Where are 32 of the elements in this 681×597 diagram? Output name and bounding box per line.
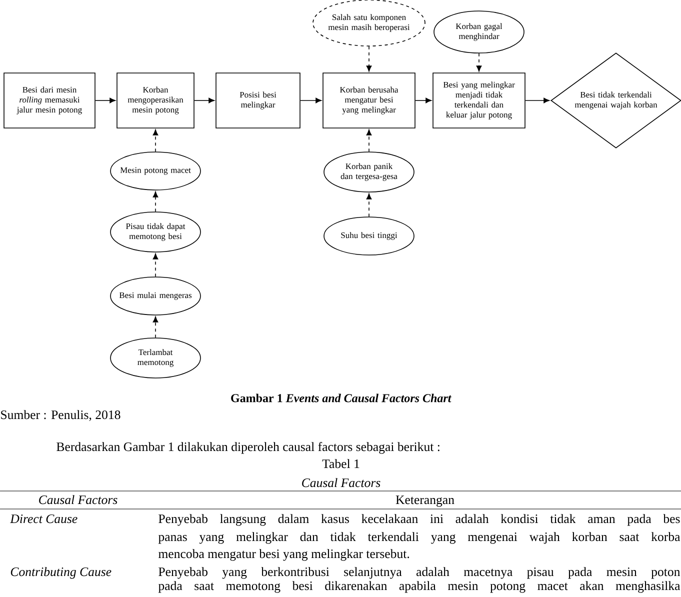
table-cell-line: Penyebab langsung dalam kasus kecelakaan ini adalah kondisi tidak aman pada bes xyxy=(158,514,680,526)
arrow xyxy=(194,98,215,104)
arrow xyxy=(415,98,432,104)
arrow xyxy=(152,191,158,212)
arrow xyxy=(300,98,322,104)
table-cell: Direct Cause xyxy=(10,514,78,524)
arrow xyxy=(366,193,372,217)
arrow xyxy=(476,53,482,72)
table-cell-line: mencoba mengatur besi yang melingkar tersebut. xyxy=(158,549,410,561)
arrow xyxy=(95,98,116,104)
arrow xyxy=(525,98,550,104)
table-cell-line: Penyebab yang berkontribusi selanjutnya adalah macetnya pisau pada mesin poton xyxy=(158,567,680,579)
source-note: Sumber : Penulis, 2018 xyxy=(1,410,120,421)
column-header: Keterangan xyxy=(396,496,454,507)
event-box: Posisi besi melingkar xyxy=(216,72,300,128)
figure-caption: Gambar 1 Events and Causal Factors Chart xyxy=(231,394,452,402)
body-text: Berdasarkan Gambar 1 dilakukan diperoleh causal factors sebagai berikut : xyxy=(56,442,440,454)
arrow xyxy=(366,46,372,72)
table-cell-line: panas yang melingkar dan tidak terkendali yang mengenai wajah korban saat korba xyxy=(158,532,680,544)
event-box: Besi yang melingkar menjadi tidak terkendali dan keluar jalur potong xyxy=(432,72,526,128)
table-cell-line: pada saat memotong besi dikarenakan apabila mesin potong macet akan menghasilka xyxy=(158,581,680,593)
table-title: Causal Factors xyxy=(302,478,380,488)
arrow xyxy=(152,316,158,338)
arrow xyxy=(366,129,372,152)
arrow xyxy=(152,129,158,152)
table-cell: Contributing Cause xyxy=(10,567,112,579)
event-box: Korban berusaha mengatur besi yang melingkar xyxy=(322,72,416,128)
event-box: Korban mengoperasikan mesin potong xyxy=(116,72,194,128)
event-box: Besi dari mesin rolling memasuki jalur mesin potong xyxy=(4,72,96,128)
table-title: Tabel 1 xyxy=(322,459,360,468)
column-header: Causal Factors xyxy=(39,495,118,504)
arrow xyxy=(152,253,158,277)
